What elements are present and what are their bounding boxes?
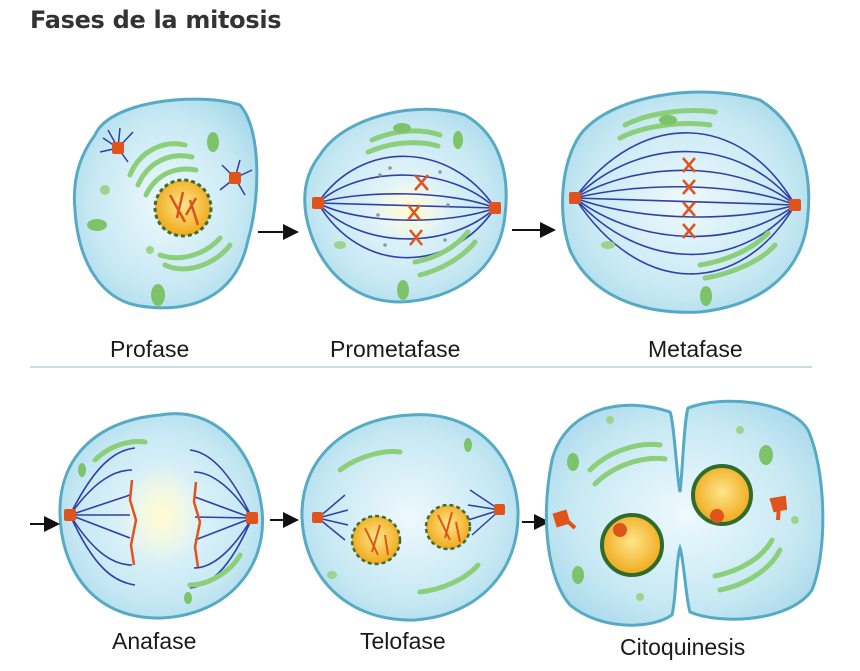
page-title: Fases de la mitosis [30, 6, 282, 34]
metafase-cell [561, 90, 811, 314]
citoquinesis-cell [544, 399, 825, 627]
prometafase-cell [303, 107, 508, 304]
profase-cell [72, 97, 259, 310]
label-prometafase: Prometafase [330, 336, 461, 362]
label-metafase: Metafase [648, 336, 743, 362]
label-telofase: Telofase [360, 628, 446, 654]
label-citoquinesis: Citoquinesis [620, 634, 746, 660]
telofase-cell [300, 413, 520, 622]
anafase-cell [58, 412, 265, 620]
label-anafase: Anafase [112, 628, 197, 654]
label-profase: Profase [110, 336, 190, 362]
